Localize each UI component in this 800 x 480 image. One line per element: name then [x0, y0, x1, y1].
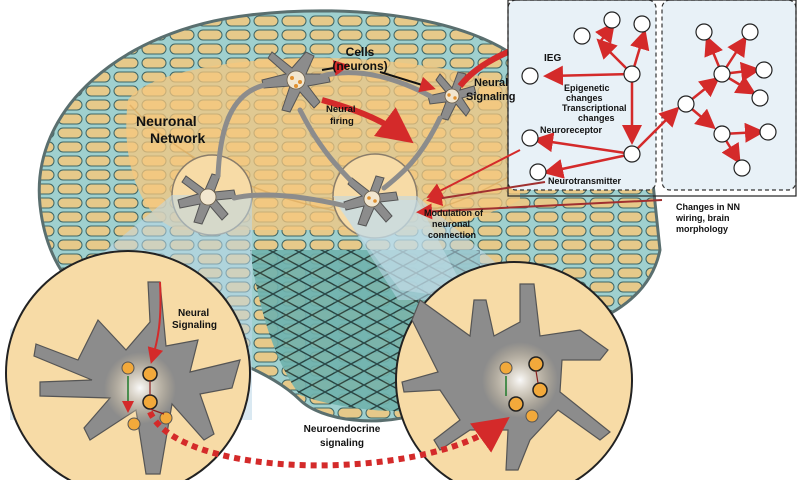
label-neural-signaling-zoom-sub: Signaling: [172, 320, 217, 331]
label-cells-sub: (neurons): [332, 59, 387, 73]
label-ieg: IEG: [544, 53, 561, 64]
label-neural-signaling-top-sub: Signaling: [466, 91, 516, 103]
label-modulation-2: neuronal: [432, 219, 470, 229]
label-neural-signaling-top: Neural: [474, 77, 508, 89]
label-neuronal-network: Neuronal: [136, 113, 197, 129]
label-modulation: Modulation of: [424, 208, 484, 218]
node-graph-left: [521, 11, 680, 181]
neuroendocrine-arrow: [147, 410, 510, 469]
label-neural-firing-sub: firing: [330, 116, 354, 127]
network-neurons: [177, 51, 477, 227]
label-neuroendocrine: Neuroendocrine: [304, 424, 381, 435]
feedback-arrows: [416, 149, 663, 220]
label-changes-nn-3: morphology: [676, 224, 728, 234]
zoom-right: [395, 261, 633, 480]
label-changes-nn: Changes in NN: [676, 202, 740, 212]
label-neuronal-network-sub: Network: [150, 130, 205, 146]
label-neurotransmitter: Neurotransmitter: [548, 176, 622, 186]
label-transcriptional: Transcriptional: [562, 103, 627, 113]
node-graph-right: [677, 23, 777, 177]
label-neuroendocrine-sub: signaling: [320, 438, 364, 449]
label-neural-firing: Neural: [326, 104, 356, 115]
label-neural-signaling-zoom: Neural: [178, 308, 209, 319]
label-changes-nn-2: wiring, brain: [675, 213, 730, 223]
label-transcriptional-sub: changes: [578, 113, 615, 123]
label-neuroreceptor: Neuroreceptor: [540, 125, 603, 135]
label-modulation-3: connection: [428, 230, 476, 240]
labels: Cells (neurons) Neural firing Neuronal N…: [136, 45, 740, 449]
label-epigenetic-sub: changes: [566, 93, 603, 103]
label-epigenetic: Epigenetic: [564, 83, 610, 93]
zoom-left: [5, 250, 251, 480]
label-cells: Cells: [346, 45, 375, 59]
